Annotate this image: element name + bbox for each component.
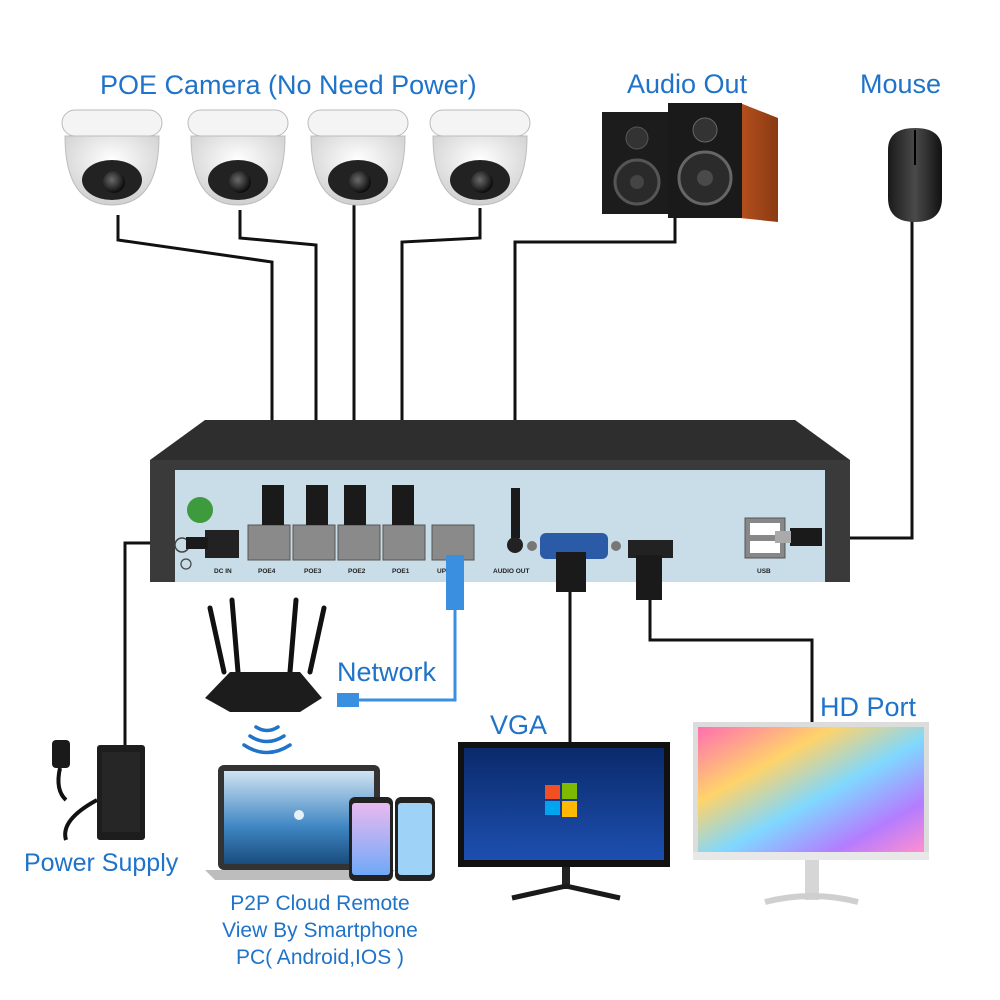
audio-cable: [513, 215, 677, 490]
smartphone-icon: [349, 797, 393, 881]
label-poe-camera: POE Camera (No Need Power): [100, 70, 477, 100]
network-cable: [355, 610, 457, 702]
port-label-poe2: POE2: [348, 568, 366, 575]
hdmi-cable: [648, 600, 814, 725]
power-plug: [186, 537, 208, 549]
usb-plug: [775, 528, 822, 546]
port-label-usb: USB: [757, 568, 771, 575]
mouse-icon: [888, 128, 942, 222]
camera-cables: [116, 205, 482, 490]
smartphone-icon: [395, 797, 435, 881]
port-label-audio-out: AUDIO OUT: [493, 568, 530, 575]
label-p2p-line1: P2P Cloud Remote: [230, 892, 410, 915]
hdmi-plug: [636, 555, 662, 600]
port-label-poe4: POE4: [258, 568, 276, 575]
label-vga: VGA: [490, 710, 548, 740]
audio-plug: [511, 488, 520, 538]
power-adapter-icon: [52, 740, 145, 841]
label-power-supply: Power Supply: [24, 849, 179, 877]
label-p2p-line2: View By Smartphone: [222, 919, 418, 942]
rj45-plugs: [262, 485, 414, 525]
label-audio-out: Audio Out: [627, 69, 748, 99]
nvr-device-icon: [150, 420, 850, 582]
label-mouse: Mouse: [860, 69, 942, 99]
monitor-icon: [458, 742, 670, 901]
monitor-icon: [693, 722, 929, 905]
mouse-cable: [820, 215, 914, 540]
router-icon: [205, 597, 327, 712]
laptop-icon: [205, 765, 395, 880]
dome-camera-icon: [61, 109, 163, 206]
speaker-icon: [668, 103, 778, 222]
label-hd-port: HD Port: [820, 692, 917, 722]
wifi-icon: [242, 725, 292, 755]
label-p2p-remote: P2P Cloud Remote View By Smartphone PC( …: [200, 890, 440, 971]
windows-logo-icon: [545, 783, 577, 817]
dome-camera-icon: [307, 109, 409, 206]
port-label-poe3: POE3: [304, 568, 322, 575]
dome-camera-icon: [429, 109, 531, 206]
vga-plug: [556, 552, 586, 592]
dome-camera-icon: [187, 109, 289, 206]
speaker-icon: [602, 112, 672, 214]
port-label-poe1: POE1: [392, 568, 410, 575]
label-p2p-line3: PC( Android,IOS ): [235, 946, 405, 969]
port-label-dc-in: DC IN: [214, 568, 232, 575]
network-plug: [337, 555, 464, 707]
label-network: Network: [337, 657, 437, 687]
